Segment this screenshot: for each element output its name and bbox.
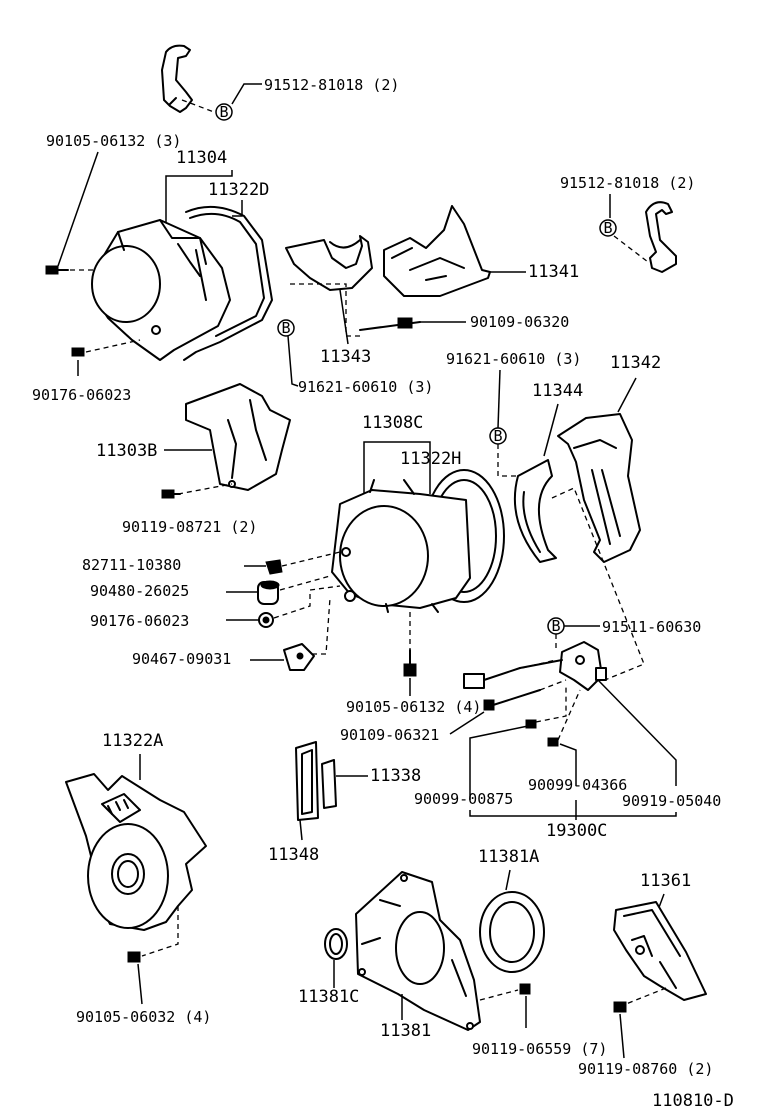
bolt-90119-08760 bbox=[613, 1001, 627, 1013]
marker-b-right-text: B bbox=[603, 219, 612, 237]
label-90119-06559: 90119-06559 (7) bbox=[472, 1040, 607, 1058]
marker-b-left-text: B bbox=[493, 427, 502, 445]
label-90119-08760: 90119-08760 (2) bbox=[578, 1060, 713, 1078]
upper-cover-11304 bbox=[91, 219, 231, 361]
bolt-90119-08721 bbox=[161, 489, 181, 499]
marker-b-top-text: B bbox=[219, 103, 228, 121]
label-11322A: 11322A bbox=[102, 731, 163, 751]
label-90099-04366: 90099-04366 bbox=[528, 776, 627, 794]
marker-b-mid-text: B bbox=[281, 319, 290, 337]
label-90919-05040: 90919-05040 bbox=[622, 792, 721, 810]
bolt-90099-00875 bbox=[525, 719, 537, 729]
label-90176-06023-b: 90176-06023 bbox=[90, 612, 189, 630]
grommet-90480-26025 bbox=[257, 580, 280, 605]
clamp-90467-09031 bbox=[283, 643, 315, 671]
bolt-90105-06132-b bbox=[403, 649, 417, 677]
marker-b-mid bbox=[277, 319, 295, 337]
cover-11308C bbox=[331, 479, 471, 613]
label-11322D: 11322D bbox=[208, 180, 269, 200]
bolt-90176-06023-a bbox=[71, 347, 85, 357]
diagram-id: 110810-D bbox=[652, 1091, 734, 1111]
label-11304: 11304 bbox=[176, 148, 227, 168]
label-11361: 11361 bbox=[640, 871, 691, 891]
label-90480-26025: 90480-26025 bbox=[90, 582, 189, 600]
bolt-90109-06321 bbox=[483, 689, 541, 711]
bolt-90099-04366 bbox=[547, 737, 559, 747]
label-91512-81018-top: 91512-81018 (2) bbox=[264, 76, 399, 94]
cover-11303B bbox=[185, 383, 291, 491]
label-91621-60610-a: 91621-60610 (3) bbox=[298, 378, 433, 396]
label-11381C: 11381C bbox=[298, 987, 359, 1007]
label-91511-60630: 91511-60630 bbox=[602, 618, 701, 636]
cover-11322A bbox=[65, 773, 207, 931]
cover-11341 bbox=[383, 205, 491, 297]
oring-11381C bbox=[324, 928, 348, 960]
label-90105-06132-4: 90105-06132 (4) bbox=[346, 698, 481, 716]
bolt-90105-06032 bbox=[127, 951, 141, 963]
plate-11344 bbox=[513, 459, 557, 563]
label-90119-08721: 90119-08721 (2) bbox=[122, 518, 257, 536]
bolt-90109-06320 bbox=[359, 317, 421, 331]
label-91621-60610-b: 91621-60610 (3) bbox=[446, 350, 581, 368]
gasket-11322D bbox=[183, 205, 273, 361]
marker-b-top bbox=[215, 103, 233, 121]
label-82711-10380: 82711-10380 bbox=[82, 556, 181, 574]
label-90109-06320: 90109-06320 bbox=[470, 313, 569, 331]
bolt-90105-06132-a bbox=[45, 265, 69, 275]
marker-b-sensor-text: B bbox=[551, 617, 560, 635]
hook-bracket-right bbox=[645, 201, 677, 273]
plate-11348 bbox=[295, 741, 319, 821]
label-91512-81018-right: 91512-81018 (2) bbox=[560, 174, 695, 192]
label-90105-06032: 90105-06032 (4) bbox=[76, 1008, 211, 1026]
hook-bracket-top bbox=[161, 44, 193, 113]
label-11308C: 11308C bbox=[362, 413, 423, 433]
cover-11361 bbox=[613, 901, 707, 1001]
label-11322H: 11322H bbox=[400, 449, 461, 469]
cover-11342 bbox=[557, 413, 641, 563]
label-11303B: 11303B bbox=[96, 441, 157, 461]
label-11348: 11348 bbox=[268, 845, 319, 865]
label-90105-06132-3: 90105-06132 (3) bbox=[46, 132, 181, 150]
bolt-90176-06023-b bbox=[258, 612, 274, 628]
sensor-19300C bbox=[463, 641, 607, 691]
label-19300C: 19300C bbox=[546, 821, 607, 841]
label-11343: 11343 bbox=[320, 347, 371, 367]
label-11381A: 11381A bbox=[478, 847, 539, 867]
label-11338: 11338 bbox=[370, 766, 421, 786]
seal-11381A bbox=[479, 891, 545, 973]
label-11342: 11342 bbox=[610, 353, 661, 373]
label-90099-00875: 90099-00875 bbox=[414, 790, 513, 808]
label-11341: 11341 bbox=[528, 262, 579, 282]
label-90176-06023-a: 90176-06023 bbox=[32, 386, 131, 404]
plate-11381 bbox=[355, 871, 481, 1031]
bolt-90119-06559 bbox=[519, 983, 531, 995]
plate-11338 bbox=[321, 759, 337, 809]
marker-b-right bbox=[599, 219, 617, 237]
label-90109-06321: 90109-06321 bbox=[340, 726, 439, 744]
plate-11343 bbox=[285, 235, 373, 291]
label-90467-09031: 90467-09031 bbox=[132, 650, 231, 668]
label-11381: 11381 bbox=[380, 1021, 431, 1041]
label-11344: 11344 bbox=[532, 381, 583, 401]
clip-82711-10380 bbox=[265, 559, 283, 575]
